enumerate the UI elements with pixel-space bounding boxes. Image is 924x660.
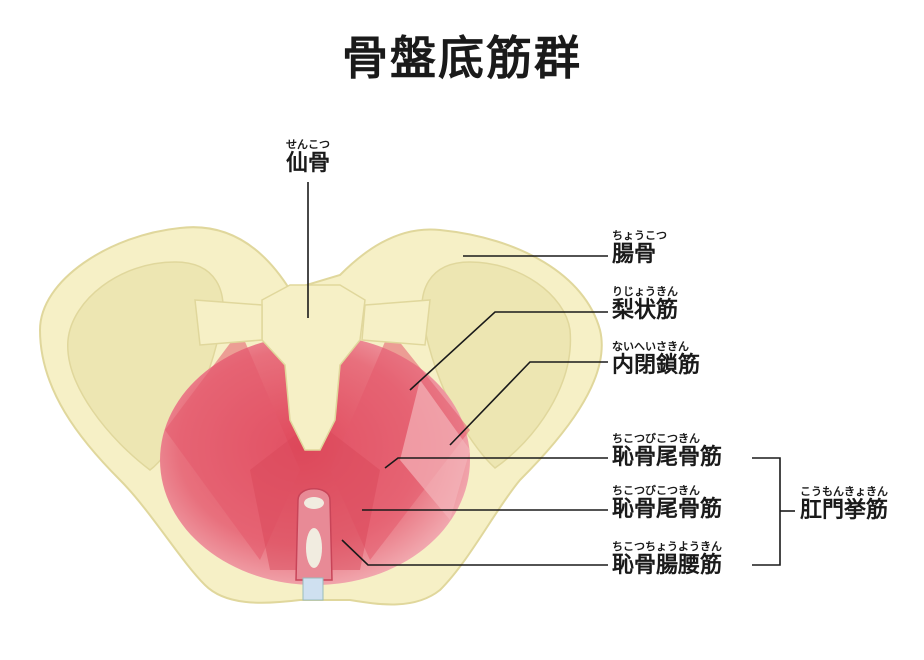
coccygeus-2-name: 恥骨尾骨筋 — [612, 497, 723, 522]
anal-opening — [306, 528, 322, 568]
levator-ani-ruby: こうもんきょきん — [800, 485, 888, 498]
leader-obturator — [449, 361, 608, 446]
coccygeus-2-ruby: ちこつびこつきん — [612, 484, 700, 497]
sacrum-name: 仙骨 — [285, 151, 330, 176]
iliococcygeus-ruby: ちこつちょうようきん — [612, 540, 722, 553]
obturator-ruby: ないへいさきん — [612, 340, 689, 353]
sacrum-bone — [261, 284, 366, 451]
label-iliococcygeus: ちこつちょうようきん 恥骨腸腰筋 — [612, 540, 722, 579]
label-sacrum: せんこつ 仙骨 — [282, 138, 334, 177]
piriformis-ruby: りじょうきん — [612, 285, 678, 298]
sacrum-ala-left — [194, 299, 263, 346]
leader-iliococcygeus — [341, 539, 608, 566]
label-coccygeus-2: ちこつびこつきん 恥骨尾骨筋 — [612, 484, 722, 523]
urethral-opening — [304, 497, 324, 509]
label-obturator: ないへいさきん 内閉鎖筋 — [612, 340, 700, 379]
sacrum-ala-right — [361, 299, 431, 346]
label-ilium: ちょうこつ 腸骨 — [612, 229, 667, 268]
piriformis-name: 梨状筋 — [612, 298, 679, 323]
label-levator-ani: こうもんきょきん 肛門挙筋 — [800, 485, 888, 524]
urethra-stub — [302, 577, 324, 601]
ilium-ruby: ちょうこつ — [612, 229, 667, 242]
diagram-title: 骨盤底筋群 — [342, 31, 582, 85]
coccygeus-1-name: 恥骨尾骨筋 — [612, 445, 723, 470]
sacrum-ruby: せんこつ — [286, 138, 330, 151]
levator-ani-name: 肛門挙筋 — [800, 498, 889, 523]
leader-piriformis — [409, 311, 608, 391]
leader-coccygeus-1 — [384, 457, 608, 469]
bracket-levator-ani — [752, 457, 781, 566]
coccygeus-1-ruby: ちこつびこつきん — [612, 432, 700, 445]
muscle-light-right — [400, 380, 470, 520]
label-piriformis: りじょうきん 梨状筋 — [612, 285, 678, 324]
iliococcygeus-name: 恥骨腸腰筋 — [612, 553, 723, 578]
obturator-name: 内閉鎖筋 — [612, 353, 701, 378]
label-coccygeus-1: ちこつびこつきん 恥骨尾骨筋 — [612, 432, 722, 471]
ilium-name: 腸骨 — [612, 242, 657, 267]
leader-lines — [307, 182, 795, 566]
